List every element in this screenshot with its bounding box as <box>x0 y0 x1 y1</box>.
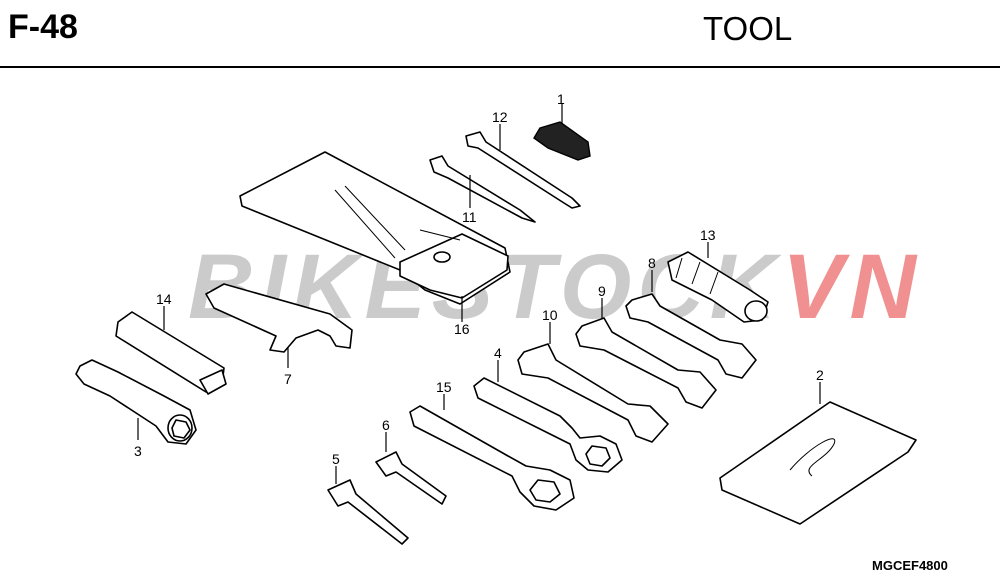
callout-2: 2 <box>816 367 824 383</box>
part-12-screwdriver[interactable] <box>465 124 581 209</box>
drawing-code: MGCEF4800 <box>872 558 948 573</box>
part-16-tool-bag[interactable] <box>239 151 511 322</box>
part-2-document-bag[interactable] <box>719 382 917 525</box>
callout-3: 3 <box>134 443 142 459</box>
page-code: F-48 <box>8 8 78 46</box>
callout-5: 5 <box>332 451 340 467</box>
callout-1: 1 <box>557 91 565 107</box>
part-5-hex-key[interactable] <box>327 466 409 545</box>
part-13-screwdriver-handle[interactable] <box>667 242 769 323</box>
callout-8: 8 <box>648 255 656 271</box>
callout-10: 10 <box>542 307 558 323</box>
callout-15: 15 <box>436 379 452 395</box>
part-3-socket-wrench[interactable] <box>75 359 197 445</box>
header-divider <box>0 66 1000 68</box>
callout-12: 12 <box>492 109 508 125</box>
watermark-accent: VN <box>782 236 922 338</box>
part-9-open-end-wrench[interactable] <box>575 298 717 409</box>
part-15-ring-wrench[interactable] <box>409 394 575 511</box>
callout-6: 6 <box>382 417 390 433</box>
part-1-fuse-puller[interactable] <box>533 104 591 161</box>
callout-13: 13 <box>700 227 716 243</box>
part-11-screwdriver[interactable] <box>429 155 536 223</box>
part-6-hex-key[interactable] <box>375 432 447 505</box>
part-10-open-end-wrench[interactable] <box>517 322 669 443</box>
callout-4: 4 <box>494 345 502 361</box>
part-4-spanner[interactable] <box>473 360 623 473</box>
part-14-extension-bar[interactable] <box>115 306 227 395</box>
callout-11: 11 <box>462 209 477 225</box>
callout-14: 14 <box>156 291 172 307</box>
part-8-open-end-wrench[interactable] <box>625 270 757 379</box>
part-7-pin-spanner[interactable] <box>205 283 353 368</box>
callout-9: 9 <box>598 283 606 299</box>
callout-16: 16 <box>454 321 470 337</box>
callout-7: 7 <box>284 371 292 387</box>
page-title: TOOL <box>703 10 793 47</box>
